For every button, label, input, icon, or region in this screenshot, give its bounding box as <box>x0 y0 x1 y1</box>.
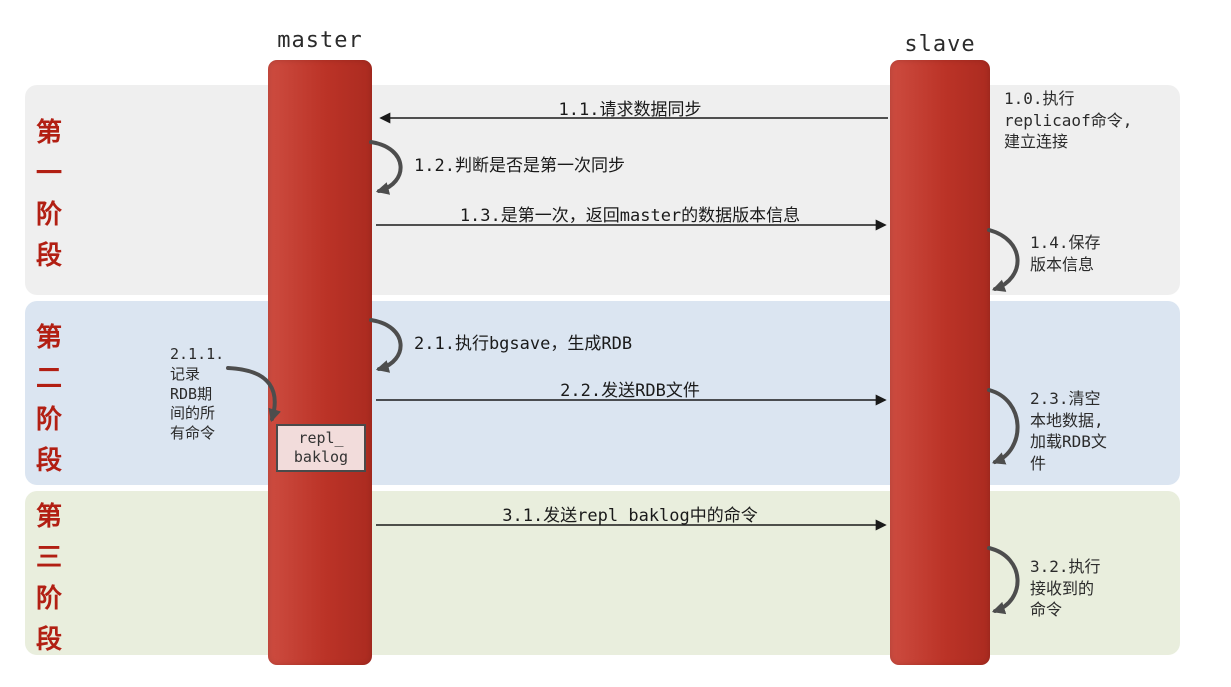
message-3-1: 3.1.发送repl_baklog中的命令 <box>502 506 758 526</box>
message-2-1-1: 2.1.1. 记录 RDB期 间的所 有命令 <box>170 345 225 443</box>
message-1-0: 1.0.执行 replicaof命令, 建立连接 <box>1004 89 1133 152</box>
message-2-1: 2.1.执行bgsave，生成RDB <box>414 334 633 354</box>
message-1-2: 1.2.判断是否是第一次同步 <box>414 156 625 176</box>
slave-lifeline-title: slave <box>904 32 976 57</box>
message-1-1: 1.1.请求数据同步 <box>558 100 702 120</box>
master-lifeline-title: master <box>277 28 363 53</box>
master-lifeline-bar <box>268 60 372 665</box>
message-1-3: 1.3.是第一次，返回master的数据版本信息 <box>459 206 801 226</box>
message-3-2: 3.2.执行 接收到的 命令 <box>1030 557 1101 620</box>
phase-1-label: 第一阶段 <box>36 118 63 271</box>
message-1-4: 1.4.保存 版本信息 <box>1030 233 1101 274</box>
slave-lifeline-bar <box>890 60 990 665</box>
repl-baklog-node: repl_ baklog <box>276 424 366 472</box>
phase-3-label: 第三阶段 <box>36 502 63 655</box>
message-2-3: 2.3.清空 本地数据, 加载RDB文 件 <box>1030 389 1107 473</box>
phase-2-label: 第二阶段 <box>36 323 63 476</box>
message-2-2: 2.2.发送RDB文件 <box>560 381 700 401</box>
